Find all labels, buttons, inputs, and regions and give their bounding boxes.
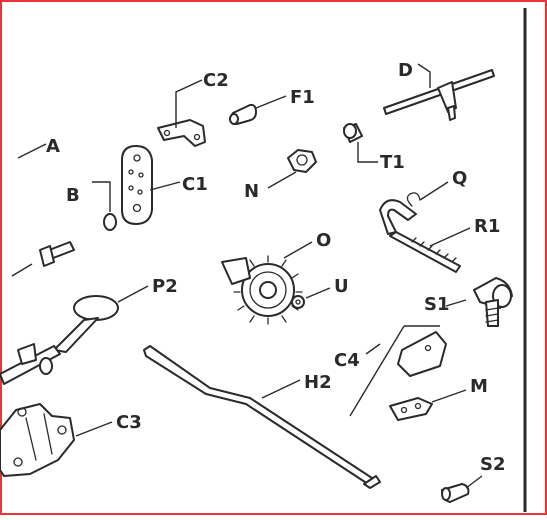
label-c4: C4 bbox=[334, 350, 360, 371]
label-b: B bbox=[66, 185, 80, 206]
part-a: A bbox=[17, 136, 60, 159]
part-n-nut: N bbox=[244, 149, 317, 202]
part-s2-pin: S2 bbox=[441, 454, 506, 503]
part-s1-pivot: S1 bbox=[424, 277, 513, 327]
label-m: M bbox=[470, 376, 488, 397]
label-r1: R1 bbox=[474, 216, 500, 237]
part-d-rod: D bbox=[383, 60, 495, 121]
label-f1: F1 bbox=[290, 87, 315, 108]
part-o-gear: O bbox=[221, 230, 331, 325]
part-q-clip: Q bbox=[406, 168, 467, 207]
label-c3: C3 bbox=[116, 412, 142, 433]
label-h2: H2 bbox=[304, 372, 332, 393]
part-f1-pin: F1 bbox=[229, 87, 315, 125]
label-q: Q bbox=[452, 168, 467, 189]
part-c4-bracket: C4 bbox=[334, 325, 447, 417]
label-t1: T1 bbox=[380, 152, 405, 173]
part-h2-rod: H2 bbox=[143, 345, 381, 489]
part-m-clip: M bbox=[389, 376, 488, 421]
part-bolt-left bbox=[11, 241, 75, 277]
part-u-washer: U bbox=[291, 276, 349, 309]
label-u: U bbox=[334, 276, 349, 297]
label-s2: S2 bbox=[480, 454, 506, 475]
part-p2-pedal: P2 bbox=[0, 276, 178, 385]
part-c3-bracket: C3 bbox=[0, 403, 142, 477]
part-c1-plate: C1 bbox=[121, 145, 208, 225]
label-o: O bbox=[316, 230, 331, 251]
label-c2: C2 bbox=[203, 70, 229, 91]
label-c1: C1 bbox=[182, 174, 208, 195]
label-n: N bbox=[244, 181, 259, 202]
part-t1-bushing: T1 bbox=[343, 123, 405, 173]
label-a: A bbox=[46, 136, 60, 157]
part-c2-bracket: C2 bbox=[157, 70, 229, 147]
label-s1: S1 bbox=[424, 294, 450, 315]
part-b-ring: B bbox=[66, 181, 117, 231]
label-d: D bbox=[398, 60, 413, 81]
label-p2: P2 bbox=[152, 276, 178, 297]
part-r1-rod: R1 bbox=[379, 199, 500, 273]
